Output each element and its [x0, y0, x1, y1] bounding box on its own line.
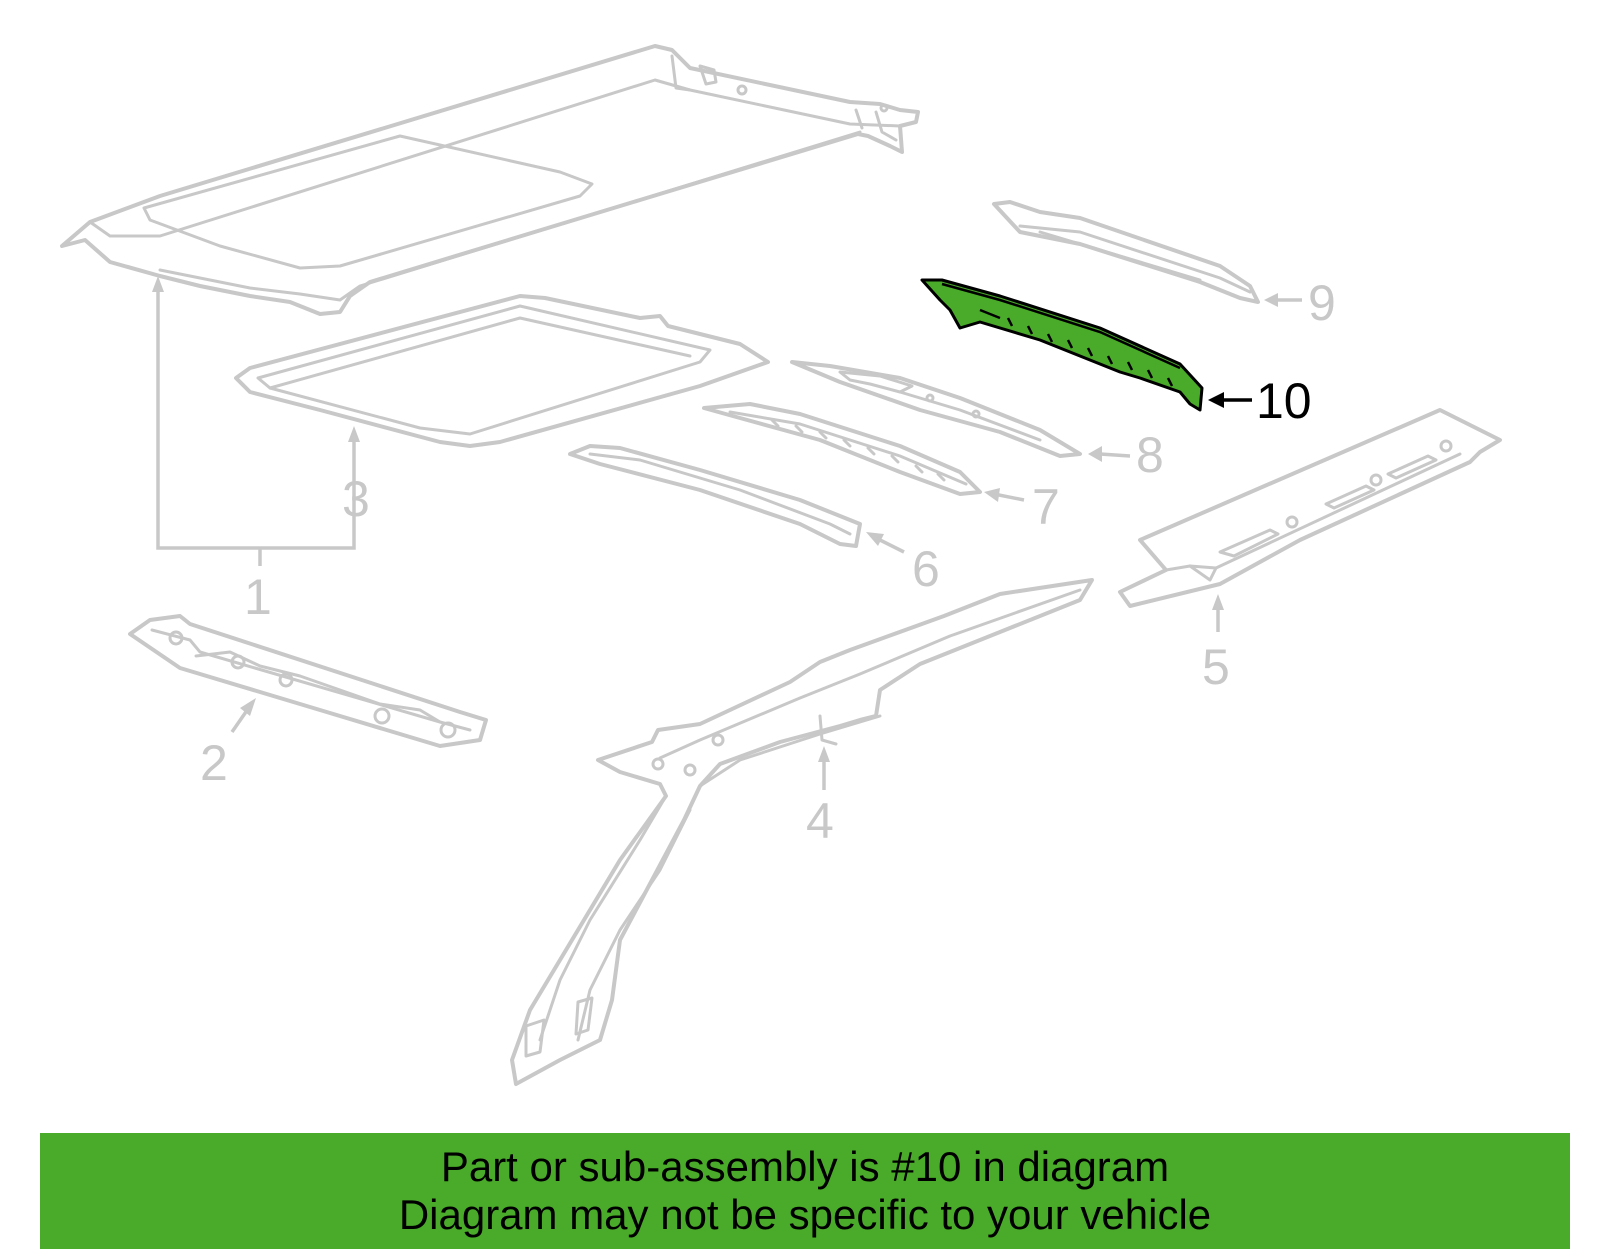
- part-7-roof-bow: [702, 402, 982, 496]
- callout-7-arrow: [984, 488, 1000, 502]
- callout-5-arrow: [1212, 594, 1224, 610]
- part-8-roof-bow: [790, 360, 1082, 458]
- callout-2-arrow: [240, 698, 256, 716]
- callout-6-arrow: [866, 532, 884, 546]
- callout-10-arrow: [1208, 392, 1224, 408]
- callout-numbers: 1 2 3 4 5 6 7 8 9 10: [200, 275, 1336, 849]
- callout-9-arrow: [1264, 293, 1278, 307]
- part-9-rear-header: [992, 200, 1260, 304]
- callout-3-number: 3: [342, 471, 370, 527]
- part-2-front-header: [128, 614, 488, 748]
- callout-1-arrow-a: [152, 276, 164, 292]
- callout-4-arrow: [818, 746, 830, 762]
- callout-2-number: 2: [200, 735, 228, 791]
- callout-8-number: 8: [1136, 427, 1164, 483]
- callout-1-number: 1: [244, 569, 272, 625]
- callout-8-leader: [1099, 452, 1131, 458]
- banner-line-disclaimer: Diagram may not be specific to your vehi…: [398, 1191, 1212, 1238]
- callout-7-number: 7: [1032, 479, 1060, 535]
- part-6-roof-bow: [568, 444, 862, 548]
- part-3-sunroof-frame: [234, 294, 770, 448]
- callout-leaders: [152, 276, 1302, 790]
- callout-4-number: 4: [806, 793, 834, 849]
- part-info-banner: Part or sub-assembly is #10 in diagram D…: [40, 1133, 1570, 1249]
- callout-3-arrow: [348, 426, 360, 442]
- part-1-roof-panel: [60, 44, 920, 316]
- part-4-side-rail: [510, 578, 1094, 1086]
- callout-9-number: 9: [1308, 275, 1336, 331]
- callout-8-arrow: [1088, 446, 1102, 462]
- callout-5-number: 5: [1202, 639, 1230, 695]
- banner-line-part-number: Part or sub-assembly is #10 in diagram: [440, 1143, 1170, 1190]
- callout-1-bracket: [156, 282, 356, 566]
- callout-6-number: 6: [912, 541, 940, 597]
- callout-10-number: 10: [1256, 373, 1312, 429]
- part-10-highlighted-roof-bow: [920, 278, 1204, 412]
- part-5-side-member: [1118, 408, 1502, 608]
